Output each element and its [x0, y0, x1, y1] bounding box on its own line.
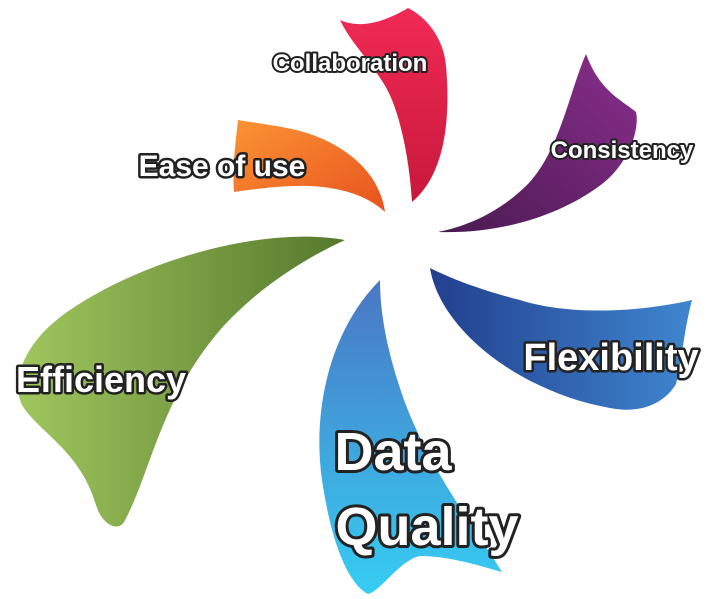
petal-efficiency	[18, 236, 346, 527]
label-collaboration: Collaboration	[273, 50, 428, 77]
label-data-quality-line1: Data	[334, 422, 452, 482]
label-ease-of-use: Ease of use	[139, 150, 306, 183]
petal-data-quality	[319, 280, 502, 594]
label-efficiency: Efficiency	[16, 359, 186, 400]
label-data-quality-line2: Quality	[335, 497, 518, 557]
petal-collaboration	[340, 8, 448, 202]
petal-consistency	[438, 54, 637, 233]
label-flexibility: Flexibility	[523, 337, 698, 379]
label-consistency: Consistency	[551, 137, 694, 164]
petal-flexibility	[430, 268, 692, 410]
petal-ease-of-use	[233, 120, 385, 212]
